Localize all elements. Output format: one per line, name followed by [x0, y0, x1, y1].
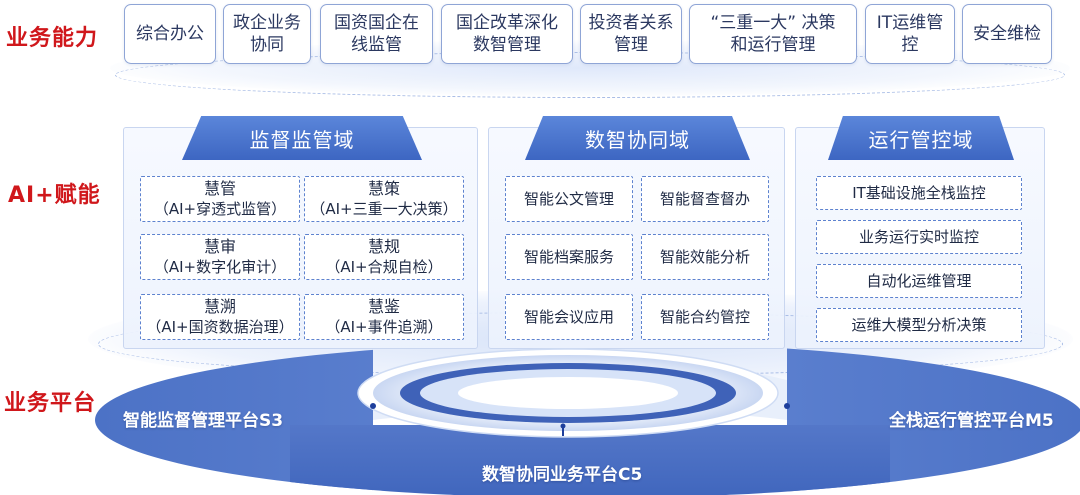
cell-subtitle: （AI+数字化审计） [153, 258, 287, 276]
cell-title: 慧审 [203, 237, 236, 256]
collaboration-cell-4[interactable]: 智能效能分析 [641, 234, 769, 280]
domain-collaboration-panel: 数智协同域 智能公文管理 智能督查督办 智能档案服务 智能效能分析 智能会议应用… [488, 116, 785, 349]
cell-subtitle: （AI+国资数据治理） [146, 318, 294, 336]
capability-label-line-1: 政企业务 [233, 13, 301, 33]
operations-cell-4[interactable]: 运维大模型分析决策 [816, 308, 1022, 342]
supervision-cell-1[interactable]: 慧管 （AI+穿透式监管） [140, 176, 300, 222]
cell-title: 慧规 [367, 237, 400, 256]
collaboration-cell-6[interactable]: 智能合约管控 [641, 294, 769, 340]
cell-subtitle: （AI+事件追溯） [325, 318, 443, 336]
collaboration-cell-3[interactable]: 智能档案服务 [505, 234, 633, 280]
collaboration-cell-5[interactable]: 智能会议应用 [505, 294, 633, 340]
domain-collaboration-title: 数智协同域 [525, 116, 750, 160]
operations-cell-1[interactable]: IT基础设施全栈监控 [816, 176, 1022, 210]
capability-button-3[interactable]: 国资国企在 线监管 [320, 4, 433, 64]
capability-button-7[interactable]: IT运维管 控 [865, 4, 955, 64]
capability-button-5[interactable]: 投资者关系 管理 [580, 4, 682, 64]
domain-supervision-title: 监督监管域 [182, 116, 422, 160]
cell-title: 慧鉴 [367, 297, 400, 316]
platform-left-label: 智能监督管理平台S3 [123, 411, 284, 431]
row-label-platform: 业务平台 [4, 391, 97, 416]
domain-operations-panel: 运行管控域 IT基础设施全栈监控 业务运行实时监控 自动化运维管理 运维大模型分… [795, 116, 1045, 349]
capability-button-4[interactable]: 国企改革深化 数智管理 [441, 4, 573, 64]
capability-label-line-2: 数智管理 [473, 35, 541, 55]
cell-title: 慧管 [203, 179, 236, 198]
cell-title: 慧策 [367, 179, 400, 198]
supervision-cell-5[interactable]: 慧溯 （AI+国资数据治理） [140, 294, 300, 340]
capability-label-line-2: 线监管 [351, 35, 402, 55]
capability-button-8[interactable]: 安全维检 [962, 4, 1052, 64]
supervision-cell-6[interactable]: 慧鉴 （AI+事件追溯） [304, 294, 464, 340]
capability-button-2[interactable]: 政企业务 协同 [223, 4, 311, 64]
operations-cell-3[interactable]: 自动化运维管理 [816, 264, 1022, 298]
capability-label-line-1: 投资者关系 [588, 13, 674, 33]
capability-button-6[interactable]: “三重一大” 决策 和运行管理 [689, 4, 857, 64]
capability-label-line-1: “三重一大” 决策 [710, 13, 836, 33]
capability-button-1[interactable]: 综合办公 [124, 4, 216, 64]
capability-label-line-1: IT运维管 [876, 13, 944, 33]
domain-supervision-panel: 监督监管域 慧管 （AI+穿透式监管） 慧策 （AI+三重一大决策） 慧审 （A… [123, 116, 478, 349]
platform-bottom-label: 数智协同业务平台C5 [482, 465, 643, 485]
platform-right-label: 全栈运行管控平台M5 [889, 411, 1054, 431]
capability-label-line-1: 国资国企在 [334, 13, 419, 33]
supervision-cell-2[interactable]: 慧策 （AI+三重一大决策） [304, 176, 464, 222]
row-label-ai: AI+赋能 [8, 183, 101, 208]
capability-label-line-1: 国企改革深化 [456, 13, 558, 33]
supervision-cell-3[interactable]: 慧审 （AI+数字化审计） [140, 234, 300, 280]
domain-operations-title: 运行管控域 [828, 116, 1014, 160]
row-label-capability: 业务能力 [6, 26, 99, 51]
capability-label-line-2: 和运行管理 [730, 35, 816, 55]
operations-cell-2[interactable]: 业务运行实时监控 [816, 220, 1022, 254]
collaboration-cell-1[interactable]: 智能公文管理 [505, 176, 633, 222]
supervision-cell-4[interactable]: 慧规 （AI+合规自检） [304, 234, 464, 280]
capability-label: 安全维检 [973, 24, 1041, 44]
capability-label-line-2: 管理 [614, 35, 648, 55]
platform-segment-bottom [290, 425, 890, 495]
capability-label-line-2: 控 [901, 35, 919, 55]
cell-subtitle: （AI+三重一大决策） [310, 200, 458, 218]
capability-label-line-2: 协同 [250, 35, 284, 55]
cell-subtitle: （AI+合规自检） [325, 258, 443, 276]
cell-title: 慧溯 [203, 297, 236, 316]
collaboration-cell-2[interactable]: 智能督查督办 [641, 176, 769, 222]
cell-subtitle: （AI+穿透式监管） [153, 200, 287, 218]
capability-label: 综合办公 [136, 24, 204, 44]
